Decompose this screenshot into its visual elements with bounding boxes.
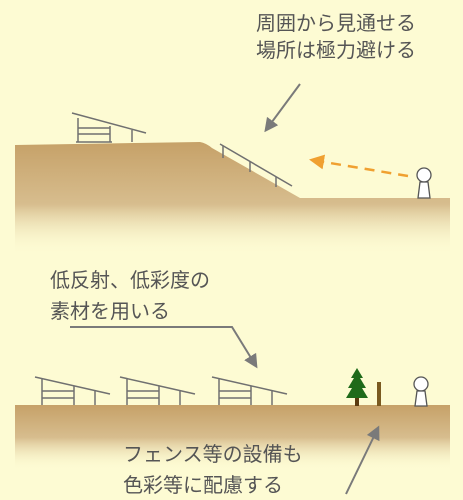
leader-arrow-middle — [70, 326, 258, 369]
annotation-bottom-line1: フェンス等の設備も — [123, 442, 303, 466]
solar-panel-3 — [211, 376, 288, 405]
annotation-top-line1: 周囲から見通せる — [256, 11, 416, 35]
sightline-arrow — [309, 154, 409, 178]
solar-panel-1 — [34, 376, 111, 405]
leader-arrow-top — [264, 83, 301, 133]
fence-post — [377, 382, 381, 406]
annotation-middle-line1: 低反射、低彩度の — [50, 268, 210, 292]
viewer-icon-upper — [416, 167, 432, 199]
annotation-middle-line2: 素材を用いる — [50, 299, 170, 323]
tree-icon — [346, 368, 368, 406]
annotation-top-line2: 場所は極力避ける — [256, 38, 416, 62]
leader-arrow-bottom — [345, 425, 380, 495]
solar-panel-2 — [119, 376, 196, 405]
viewer-icon-lower — [413, 376, 429, 407]
solar-panel-hilltop — [71, 112, 147, 143]
hill-ground — [15, 142, 450, 255]
solar-panel-slope — [219, 143, 293, 187]
annotation-bottom-line2: 色彩等に配慮する — [123, 473, 283, 497]
flat-ground — [15, 405, 450, 470]
